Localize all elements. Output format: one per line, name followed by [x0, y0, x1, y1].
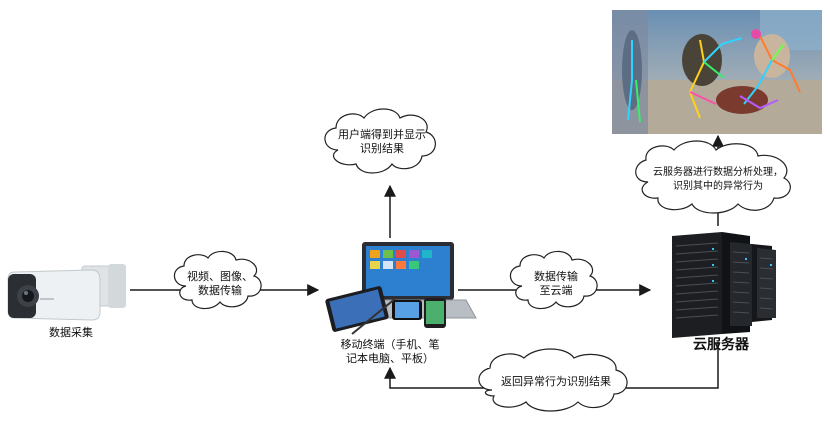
camera-icon — [7, 264, 126, 321]
server-rack-icon — [672, 232, 776, 338]
cloud-video-transfer-line1: 视频、图像、 — [187, 270, 253, 283]
cloud-data-to-cloud-line1: 数据传输 — [534, 270, 578, 283]
cloud-server-process — [635, 140, 791, 214]
cloud-data-to-cloud — [509, 250, 598, 310]
cloud-data-to-cloud-line2: 至云端 — [539, 284, 573, 297]
cloud-server-process-line1: 云服务器进行数据分析处理， — [653, 167, 783, 178]
cloud-return-result-line1: 返回异常行为识别结果 — [501, 375, 611, 388]
cloud-video-transfer-text: 视频、图像、 数据传输 — [180, 270, 260, 298]
cloud-server-process-text: 云服务器进行数据分析处理， 识别其中的异常行为 — [638, 166, 798, 194]
cloud-return-result — [478, 348, 628, 412]
cloud-video-transfer — [173, 250, 262, 310]
cloud-user-display-line2: 识别结果 — [360, 142, 404, 155]
mobile-devices-icon — [325, 242, 477, 335]
mobile-label: 移动终端（手机、笔 记本电脑、平板） — [310, 338, 470, 366]
cloud-video-transfer-line2: 数据传输 — [198, 284, 242, 297]
cloud-return-result-text: 返回异常行为识别结果 — [488, 375, 624, 389]
mobile-label-line2: 记本电脑、平板） — [346, 352, 434, 365]
cloud-user-display-line1: 用户端得到并显示 — [338, 128, 426, 141]
server-label: 云服务器 — [693, 337, 749, 353]
cloud-server-process-line2: 识别其中的异常行为 — [673, 181, 763, 192]
cloud-data-to-cloud-text: 数据传输 至云端 — [516, 270, 596, 298]
pose-recognition-photo — [612, 10, 822, 134]
camera-label: 数据采集 — [49, 326, 93, 339]
cloud-user-display — [324, 108, 436, 174]
mobile-label-line1: 移动终端（手机、笔 — [340, 338, 440, 351]
cloud-user-display-text: 用户端得到并显示 识别结果 — [330, 128, 434, 156]
